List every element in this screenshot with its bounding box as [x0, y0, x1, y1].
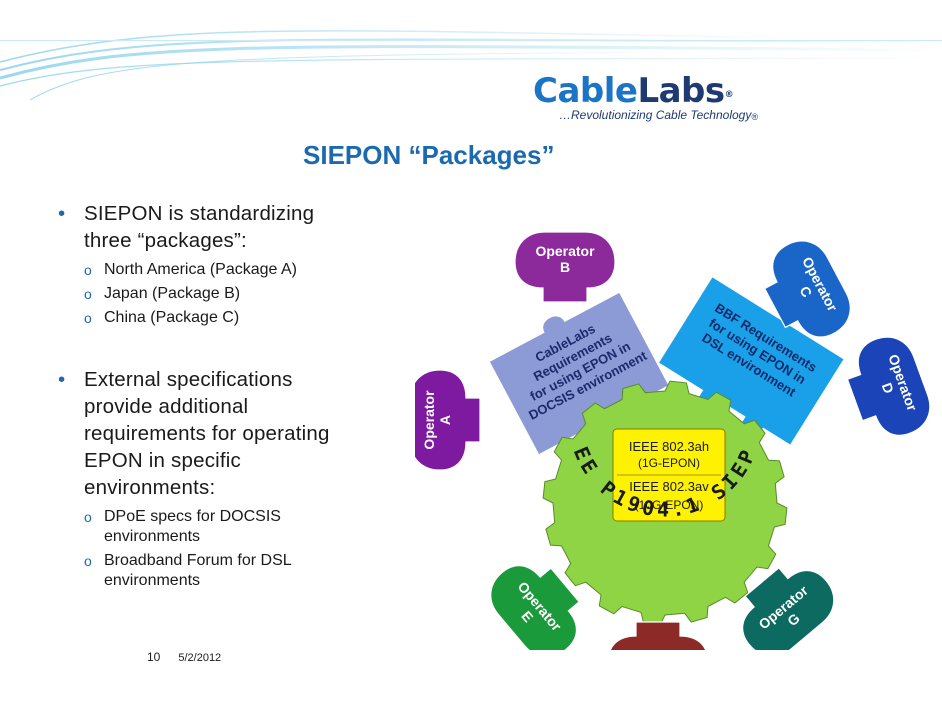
bullet-text: • External specifications provide addition…	[58, 366, 398, 501]
sub-bullet-line: Broadband Forum for DSL	[104, 552, 292, 569]
operator-piece-shape	[609, 621, 707, 650]
operator-label-line: A	[437, 415, 453, 425]
bullet-line: provide additional	[84, 395, 249, 418]
logo-tagline-text: …Revolutionizing Cable Technology	[559, 108, 752, 122]
logo-labs: Labs	[637, 71, 725, 111]
bullet-item: • SIEPON is standardizing three “packages”…	[58, 200, 398, 328]
sub-bullet-marker: o	[84, 509, 92, 525]
operator-d: OperatorD	[846, 336, 931, 436]
operator-label: OperatorA	[421, 390, 453, 450]
page-title: SIEPON “Packages”	[303, 140, 555, 170]
sub-bullet-marker: o	[84, 310, 92, 326]
page-number: 10	[147, 650, 161, 664]
sub-bullet-line: North America (Package A)	[104, 261, 297, 278]
sub-bullet-line: environments	[104, 528, 201, 545]
operator-f: OperatorF	[609, 621, 707, 650]
bullet-dot: •	[58, 202, 66, 225]
logo-wordmark: CableLabs®	[533, 72, 793, 110]
sub-bullet-marker: o	[84, 286, 92, 302]
sub-bullet-marker: o	[84, 262, 92, 278]
standard-1g-title: IEEE 802.3ah	[629, 439, 709, 454]
operator-piece-shape	[415, 369, 481, 471]
sub-bullet-item: o Broadband Forum for DSL environments	[84, 551, 398, 591]
sub-bullet-line: China (Package C)	[104, 309, 240, 326]
bullet-line: requirements for operating	[84, 422, 330, 445]
bullet-line: EPON in specific	[84, 449, 241, 472]
footer: 10 5/2/2012	[147, 650, 221, 664]
bullet-line: environments:	[84, 476, 216, 499]
logo-cable: Cable	[533, 71, 638, 111]
logo-tagline: …Revolutionizing Cable Technology®	[559, 108, 793, 122]
bullet-text: • SIEPON is standardizing three “packages”…	[58, 200, 398, 254]
sub-bullet-item: o China (Package C)	[84, 308, 398, 328]
operator-piece-shape	[742, 567, 835, 650]
bullet-line: three “packages”:	[84, 229, 247, 252]
operator-piece-shape	[490, 565, 580, 650]
operator-piece-shape	[846, 336, 931, 436]
sub-bullet-item: o Japan (Package B)	[84, 284, 398, 304]
operator-label-line: Operator	[628, 647, 688, 650]
operator-label: OperatorF	[628, 647, 688, 650]
standard-1g-subtitle: (1G-EPON)	[638, 456, 700, 470]
sub-bullet-item: o North America (Package A)	[84, 260, 398, 280]
sub-bullet-line: Japan (Package B)	[104, 285, 241, 302]
footer-date: 5/2/2012	[178, 652, 222, 664]
bullet-line: SIEPON is standardizing	[84, 202, 315, 225]
operator-piece-shape	[514, 231, 616, 303]
bullet-line: External specifications	[84, 368, 293, 391]
bullet-item: • External specifications provide addition…	[58, 366, 398, 591]
siepon-puzzle-diagram: CableLabsRequirementsfor using EPON inDO…	[415, 230, 931, 650]
operator-g: OperatorG	[742, 567, 835, 650]
sub-bullet-line: DPoE specs for DOCSIS	[104, 508, 281, 525]
operator-label-line: Operator	[421, 390, 437, 450]
operator-label-line: Operator	[535, 243, 595, 259]
logo-reg: ®	[724, 90, 734, 100]
sub-bullet-line: environments	[104, 572, 201, 589]
operator-a: OperatorA	[415, 369, 481, 471]
operator-label-line: B	[560, 259, 570, 275]
standard-10g-subtitle: (10G-EPON)	[635, 498, 704, 512]
operator-e: OperatorE	[490, 565, 580, 650]
cablelabs-logo: CableLabs® …Revolutionizing Cable Techno…	[533, 72, 793, 122]
operator-label-group: OperatorA	[421, 390, 453, 450]
logo-tagline-reg: ®	[751, 112, 758, 122]
bullet-dot: •	[58, 368, 66, 391]
operator-piece-shape	[763, 240, 851, 338]
bullet-list: • SIEPON is standardizing three “packages”…	[58, 200, 398, 595]
sub-bullet-marker: o	[84, 553, 92, 569]
standard-10g-title: IEEE 802.3av	[629, 479, 709, 494]
operator-label-group: OperatorF	[628, 647, 688, 650]
sub-bullet-item: o DPoE specs for DOCSIS environments	[84, 507, 398, 547]
